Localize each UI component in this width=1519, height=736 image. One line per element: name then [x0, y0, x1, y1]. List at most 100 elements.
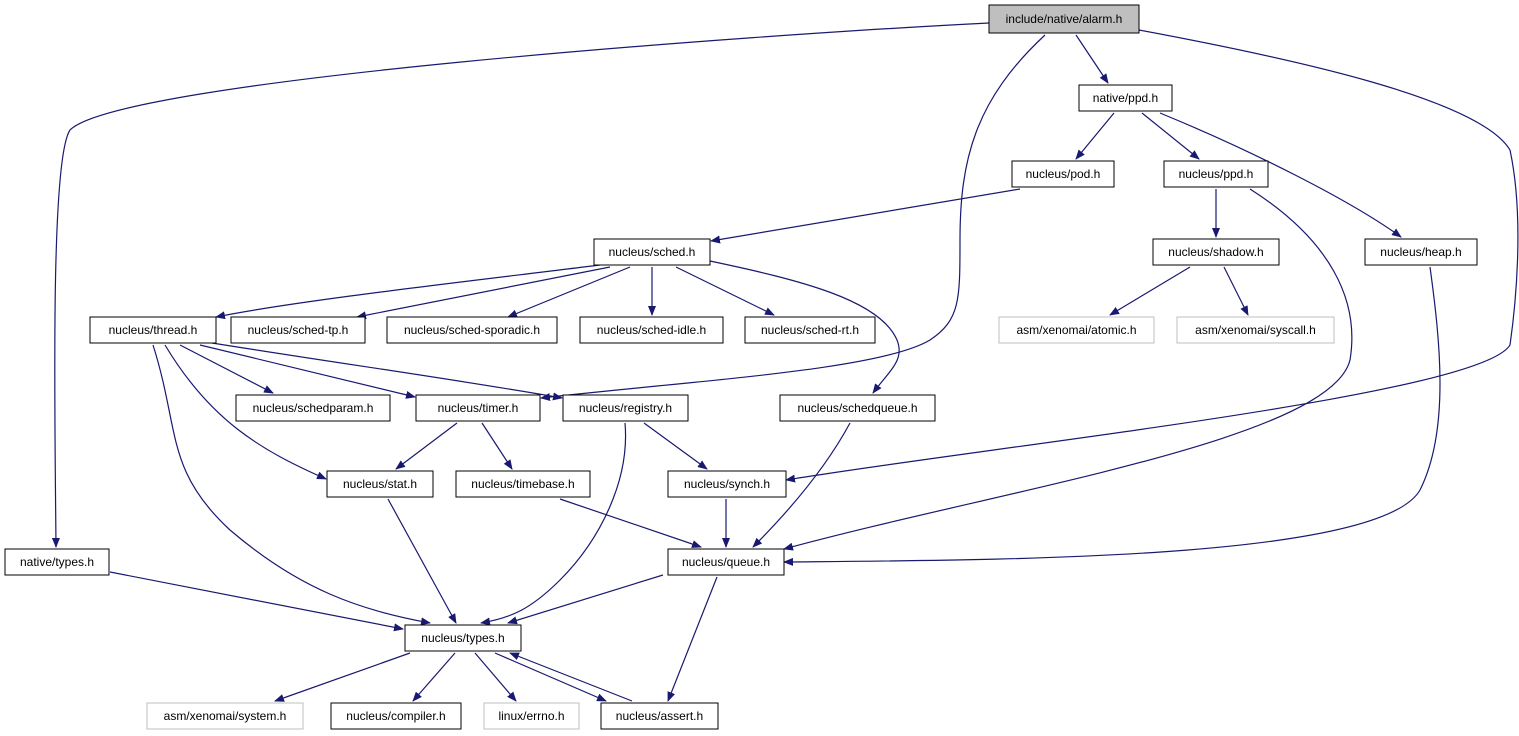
node-box	[579, 316, 724, 344]
node-label: nucleus/types.h	[421, 631, 504, 645]
node-syscall: asm/xenomai/syscall.h	[1176, 316, 1335, 344]
node-box	[1176, 316, 1335, 344]
node-label: nucleus/schedparam.h	[253, 401, 374, 415]
node-compiler[interactable]: nucleus/compiler.h	[330, 702, 462, 730]
node-schedsp[interactable]: nucleus/sched-sporadic.h	[386, 316, 558, 344]
node-ntypes[interactable]: native/types.h	[4, 548, 110, 576]
node-box	[455, 470, 591, 498]
node-label: nucleus/stat.h	[343, 477, 417, 491]
node-ppd[interactable]: native/ppd.h	[1078, 84, 1173, 112]
nodes-layer: include/native/alarm.h native/ppd.h nucleu…	[4, 4, 1478, 730]
node-label: asm/xenomai/system.h	[164, 709, 287, 723]
node-label: nucleus/shadow.h	[1168, 245, 1263, 259]
edge-schedqueue-to-queue	[752, 422, 851, 548]
node-box	[593, 238, 711, 266]
node-label: nucleus/sched-tp.h	[248, 323, 349, 337]
node-label: nucleus/queue.h	[682, 555, 770, 569]
edge-timebase-to-queue	[559, 498, 702, 548]
edge-alarm-to-timer	[540, 34, 1046, 401]
node-schedrt[interactable]: nucleus/sched-rt.h	[744, 316, 876, 344]
node-label: nucleus/thread.h	[109, 323, 198, 337]
node-box	[415, 394, 541, 422]
node-registry[interactable]: nucleus/registry.h	[562, 394, 689, 422]
node-box	[667, 470, 787, 498]
node-box	[988, 4, 1140, 34]
node-assert[interactable]: nucleus/assert.h	[600, 702, 719, 730]
node-atomic: asm/xenomai/atomic.h	[998, 316, 1155, 344]
node-timebase[interactable]: nucleus/timebase.h	[455, 470, 591, 498]
node-box	[1152, 238, 1280, 266]
node-nppd[interactable]: nucleus/ppd.h	[1163, 160, 1269, 188]
edge-npod-to-sched	[710, 188, 1021, 244]
node-queue[interactable]: nucleus/queue.h	[667, 548, 785, 576]
node-box	[744, 316, 876, 344]
node-sched[interactable]: nucleus/sched.h	[593, 238, 711, 266]
node-box	[562, 394, 689, 422]
edge-timer-to-timebase	[481, 422, 513, 470]
node-box	[1364, 238, 1478, 266]
node-label: native/ppd.h	[1093, 91, 1158, 105]
edge-thread-to-schedparam	[179, 344, 274, 394]
edge-thread-to-stat	[164, 344, 327, 480]
node-box	[1078, 84, 1173, 112]
edges-layer	[51, 22, 1519, 702]
node-box	[779, 394, 936, 422]
node-label: nucleus/heap.h	[1380, 245, 1461, 259]
node-label: include/native/alarm.h	[1006, 12, 1123, 26]
edge-sched-to-thread	[215, 264, 601, 320]
node-label: nucleus/schedqueue.h	[797, 401, 917, 415]
node-stat[interactable]: nucleus/stat.h	[326, 470, 434, 498]
node-timer[interactable]: nucleus/timer.h	[415, 394, 541, 422]
node-box	[483, 702, 580, 730]
node-alarm[interactable]: include/native/alarm.h	[988, 4, 1140, 34]
edge-ppd-to-nppd	[1141, 112, 1200, 160]
node-schedtp[interactable]: nucleus/sched-tp.h	[230, 316, 366, 344]
node-label: native/types.h	[20, 555, 94, 569]
edge-types-to-assert	[494, 652, 607, 702]
edge-thread-to-registry	[211, 342, 563, 401]
node-box	[89, 316, 217, 344]
node-schedqueue[interactable]: nucleus/schedqueue.h	[779, 394, 936, 422]
node-box	[667, 548, 785, 576]
node-schedidle[interactable]: nucleus/sched-idle.h	[579, 316, 724, 344]
node-label: nucleus/sched.h	[609, 245, 696, 259]
node-box	[326, 470, 434, 498]
edge-stat-to-types	[387, 498, 457, 624]
edge-types-to-compiler	[412, 652, 456, 702]
node-thread[interactable]: nucleus/thread.h	[89, 316, 217, 344]
node-label: nucleus/timebase.h	[471, 477, 574, 491]
node-npod[interactable]: nucleus/pod.h	[1011, 160, 1115, 188]
node-types[interactable]: nucleus/types.h	[404, 624, 522, 652]
node-box	[230, 316, 366, 344]
node-label: nucleus/compiler.h	[346, 709, 445, 723]
node-synch[interactable]: nucleus/synch.h	[667, 470, 787, 498]
node-shadow[interactable]: nucleus/shadow.h	[1152, 238, 1280, 266]
node-box	[4, 548, 110, 576]
node-label: asm/xenomai/syscall.h	[1195, 323, 1316, 337]
edge-registry-to-synch	[643, 422, 708, 470]
edge-alarm-to-synch	[785, 29, 1519, 483]
edge-types-to-system	[274, 652, 411, 702]
node-label: nucleus/assert.h	[616, 709, 703, 723]
edge-assert-to-types	[509, 652, 633, 702]
edge-ntypes-to-types	[109, 571, 404, 632]
edge-shadow-to-atomic	[1109, 266, 1191, 316]
node-label: nucleus/sched-rt.h	[761, 323, 859, 337]
node-label: asm/xenomai/atomic.h	[1016, 323, 1136, 337]
node-schedparam[interactable]: nucleus/schedparam.h	[235, 394, 391, 422]
node-errno: linux/errno.h	[483, 702, 580, 730]
edge-nppd-to-queue	[783, 188, 1353, 551]
node-label: nucleus/sched-sporadic.h	[404, 323, 540, 337]
edge-alarm-to-ntypes	[51, 22, 990, 548]
node-box	[146, 702, 304, 730]
node-heap[interactable]: nucleus/heap.h	[1364, 238, 1478, 266]
edge-timer-to-stat	[395, 422, 458, 470]
node-box	[404, 624, 522, 652]
node-box	[998, 316, 1155, 344]
edge-registry-to-types	[480, 422, 627, 626]
node-box	[600, 702, 719, 730]
node-label: nucleus/timer.h	[438, 401, 519, 415]
edge-thread-to-timer	[199, 344, 416, 399]
edge-sched-to-schedqueue	[709, 260, 900, 394]
